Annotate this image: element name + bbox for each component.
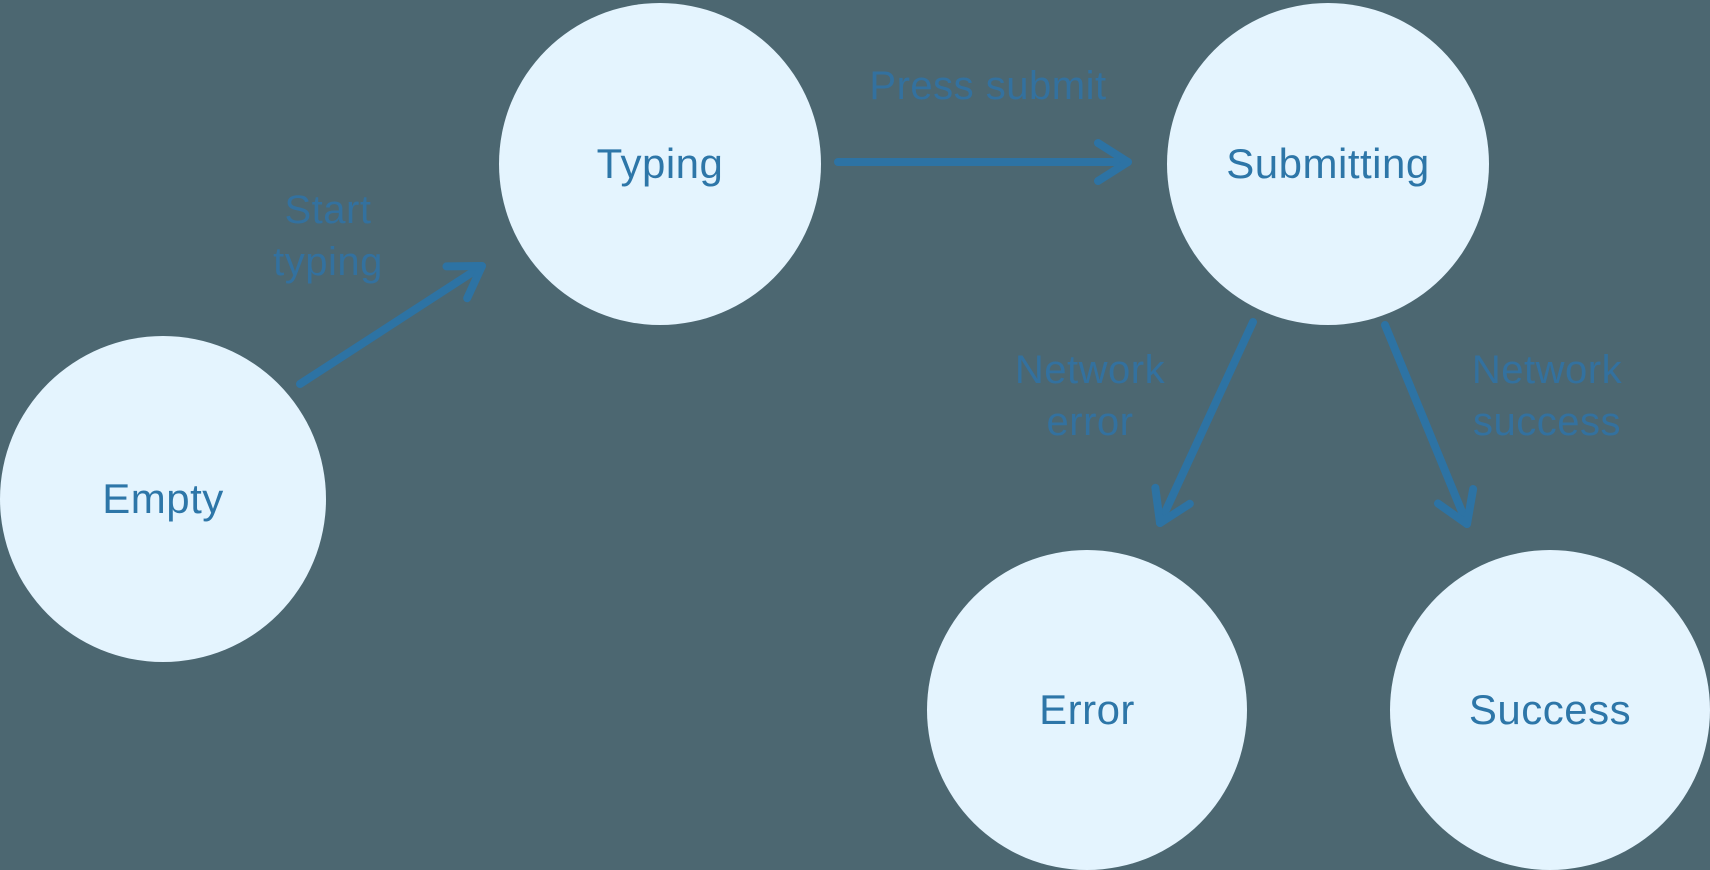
- state-node-error: Error: [927, 550, 1247, 870]
- edge-label-network-error: Network error: [1014, 348, 1166, 444]
- edge-label-network-success: Network success: [1471, 348, 1623, 444]
- state-node-typing: Typing: [499, 3, 821, 325]
- edge-label-start-typing: Start typing: [273, 188, 383, 284]
- state-node-submitting: Submitting: [1167, 3, 1489, 325]
- state-label-typing: Typing: [596, 140, 724, 187]
- state-label-submitting: Submitting: [1226, 140, 1430, 187]
- state-label-empty: Empty: [102, 475, 224, 522]
- state-node-empty: Empty: [0, 336, 326, 662]
- edge-label-press-submit: Press submit: [869, 64, 1107, 108]
- state-label-success: Success: [1468, 686, 1632, 733]
- state-node-success: Success: [1390, 550, 1710, 870]
- state-label-error: Error: [1039, 686, 1135, 733]
